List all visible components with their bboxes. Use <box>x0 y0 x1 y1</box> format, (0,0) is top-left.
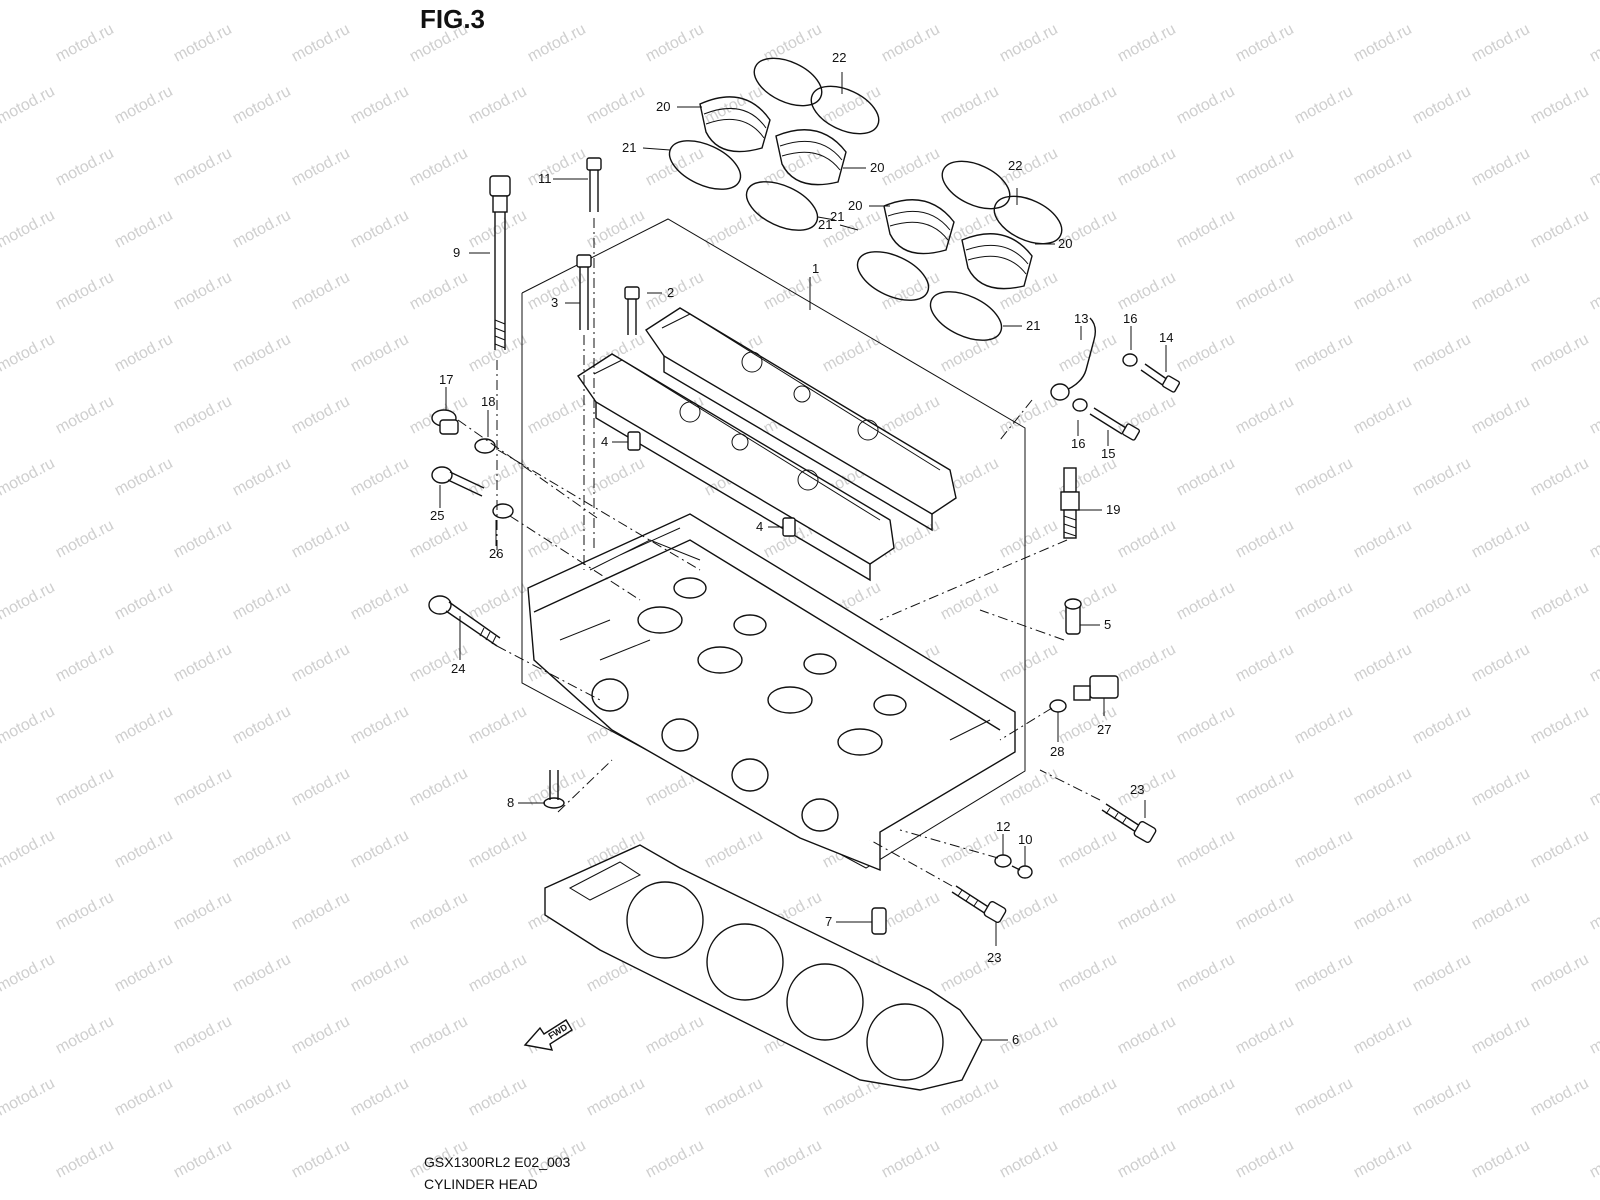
callout-6: 6 <box>1012 1032 1019 1047</box>
bolt-part-9 <box>489 175 511 350</box>
clamp-part-21d <box>929 291 1003 341</box>
intake-group-b <box>856 160 1063 341</box>
cylinder-head-body <box>527 513 1016 872</box>
fitting-part-5 <box>1064 598 1082 635</box>
caption-model: GSX1300RL2 E02_003 <box>424 1154 571 1170</box>
callout-25: 25 <box>430 508 444 523</box>
callout-22b: 22 <box>1008 158 1022 173</box>
callout-11: 11 <box>538 171 552 186</box>
clamp-part-22c <box>941 160 1011 210</box>
callout-20d: 20 <box>1058 236 1072 251</box>
sensor-part-27 <box>1073 675 1119 701</box>
callout-14: 14 <box>1159 330 1173 345</box>
washer-part-18 <box>474 438 496 454</box>
callout-21c: 21 <box>818 217 832 232</box>
bolt-part-3 <box>576 254 592 330</box>
washer-part-16b <box>1072 398 1088 412</box>
clamp-part-22d <box>993 195 1063 245</box>
callout-12: 12 <box>996 819 1010 834</box>
callout-22a: 22 <box>832 50 846 65</box>
callout-16a: 16 <box>1123 311 1137 326</box>
clamp-part-21c <box>856 251 930 301</box>
callout-2: 2 <box>667 285 674 300</box>
callout-1: 1 <box>812 261 819 276</box>
washer-part-28 <box>1049 699 1067 713</box>
assembly-axes <box>457 218 1101 887</box>
clamp-part-21b <box>745 181 819 231</box>
assembly-outline <box>521 218 1026 869</box>
callout-7: 7 <box>825 914 832 929</box>
callout-26: 26 <box>489 546 503 561</box>
clamp-part-21a <box>668 140 742 190</box>
washer-part-26 <box>492 503 514 519</box>
bolt-part-23a <box>1101 803 1157 844</box>
callout-23a: 23 <box>1130 782 1144 797</box>
callout-28: 28 <box>1050 744 1064 759</box>
intake-boot-part-20b <box>775 129 847 186</box>
bolt-part-11 <box>586 157 602 212</box>
callout-3: 3 <box>551 295 558 310</box>
callout-21d: 21 <box>1026 318 1040 333</box>
clamp-part-22a <box>753 57 823 107</box>
callout-23b: 23 <box>987 950 1001 965</box>
bolt-part-24 <box>428 595 501 647</box>
callout-21b: 21 <box>830 209 844 224</box>
callout-21a: 21 <box>622 140 636 155</box>
bolt-part-14 <box>1140 363 1181 393</box>
callout-20a: 20 <box>656 99 670 114</box>
callout-19: 19 <box>1106 502 1120 517</box>
intake-boot-part-20c <box>883 199 955 255</box>
camshaft-holder-lower <box>577 353 895 582</box>
callout-18: 18 <box>481 394 495 409</box>
plug-part-17 <box>431 409 459 435</box>
callout-27: 27 <box>1097 722 1111 737</box>
callout-10: 10 <box>1018 832 1032 847</box>
callout-24: 24 <box>451 661 465 676</box>
oil-pipe-part-13 <box>1050 317 1097 401</box>
intake-boot-part-20d <box>961 233 1033 290</box>
camshaft-holder-upper <box>645 307 957 532</box>
callout-5: 5 <box>1104 617 1111 632</box>
callout-20c: 20 <box>848 198 862 213</box>
dowel-pin-part-4b <box>782 517 796 537</box>
head-gasket-part-6 <box>544 844 983 1091</box>
bolt-part-10 <box>1011 865 1033 879</box>
callout-13: 13 <box>1074 311 1088 326</box>
intake-boot-part-20a <box>699 96 771 153</box>
callout-16b: 16 <box>1071 436 1085 451</box>
caption-name: CYLINDER HEAD <box>424 1176 538 1192</box>
bolt-part-23b <box>951 885 1007 924</box>
dowel-pin-part-7 <box>871 907 887 935</box>
bolt-part-25 <box>431 466 485 497</box>
washer-part-12 <box>994 854 1012 868</box>
callout-15: 15 <box>1101 446 1115 461</box>
callout-4a: 4 <box>601 434 608 449</box>
leader-lines <box>439 72 1167 1041</box>
bolt-part-2 <box>624 286 640 335</box>
spark-plug-part-19 <box>1060 467 1080 539</box>
bolt-part-8 <box>543 770 565 809</box>
callout-labels: 1 2 3 4 4 5 6 7 8 9 10 11 12 13 14 15 16… <box>430 50 1173 1047</box>
callout-8: 8 <box>507 795 514 810</box>
forward-arrow: FWD <box>523 1019 573 1051</box>
figure-title: FIG.3 <box>420 4 486 34</box>
callout-9: 9 <box>453 245 460 260</box>
clamp-part-22b <box>810 85 880 135</box>
intake-group-a <box>668 57 880 231</box>
callout-4b: 4 <box>756 519 763 534</box>
callout-17: 17 <box>439 372 453 387</box>
bolt-part-15 <box>1089 407 1141 441</box>
dowel-pin-part-4a <box>627 431 641 451</box>
washer-part-16a <box>1122 353 1138 367</box>
callout-20b: 20 <box>870 160 884 175</box>
